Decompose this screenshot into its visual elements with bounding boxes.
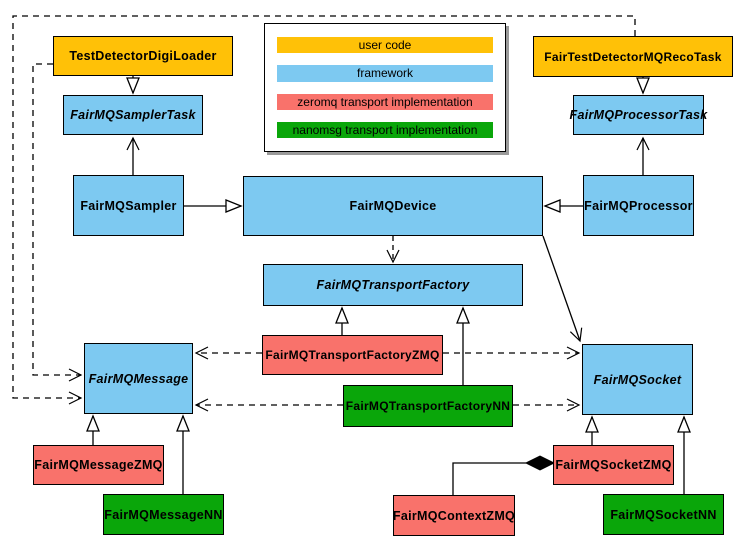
composition-diamond — [524, 455, 556, 471]
node-fairmqprocessortask: FairMQProcessorTask — [570, 95, 707, 135]
node-fairmqsamplertask: FairMQSamplerTask — [63, 95, 203, 135]
node-fairmqsocketnn: FairMQSocketNN — [603, 494, 724, 535]
node-fairmqmessage: FairMQMessage — [84, 343, 193, 414]
node-fairmqtransportfactorynn: FairMQTransportFactoryNN — [343, 385, 513, 427]
edge-device-socket — [542, 235, 583, 343]
legend-item-nanomsg: nanomsg transport implementation — [277, 121, 493, 138]
legend-item-zeromq: zeromq transport implementation — [277, 93, 493, 110]
legend: user code framework zeromq transport imp… — [264, 23, 506, 152]
edge-digiloader-message — [32, 63, 83, 382]
edge-contextzmq-socketzmq — [452, 462, 526, 495]
legend-item-framework: framework — [277, 65, 493, 82]
node-fairmqsampler: FairMQSampler — [73, 175, 184, 236]
node-fairmqdevice: FairMQDevice — [243, 176, 543, 236]
node-fairmqsocketzmq: FairMQSocketZMQ — [553, 445, 674, 485]
node-fairmqmessagenn: FairMQMessageNN — [103, 494, 224, 535]
node-fairmqprocessor: FairMQProcessor — [583, 175, 694, 236]
node-fairmqcontextzmq: FairMQContextZMQ — [393, 495, 515, 536]
edge-recotask-message — [12, 15, 636, 405]
legend-item-user-code: user code — [277, 37, 493, 54]
node-fairtestdetectormqrecotask: FairTestDetectorMQRecoTask — [533, 36, 733, 77]
node-fairmqtransportfactoryzmq: FairMQTransportFactoryZMQ — [262, 335, 443, 375]
node-fairmqtransportfactory: FairMQTransportFactory — [263, 264, 523, 306]
node-testdetectordigiloader: TestDetectorDigiLoader — [53, 36, 233, 76]
node-fairmqsocket: FairMQSocket — [582, 344, 693, 415]
node-fairmqmessagezmq: FairMQMessageZMQ — [33, 445, 164, 485]
